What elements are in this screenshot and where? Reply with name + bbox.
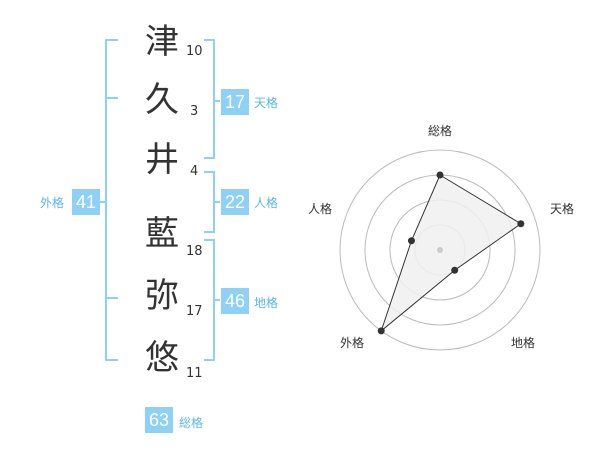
radar-point-1 — [517, 220, 525, 228]
axis-label-tenkaku: 天格 — [550, 202, 575, 216]
axis-label-jinkaku: 人格 — [308, 202, 333, 216]
radar-polygon — [380, 174, 522, 333]
chikaku-bracket — [204, 239, 215, 361]
radar-point-4 — [407, 237, 415, 245]
soukaku-value: 63 — [145, 407, 173, 433]
stroke-count-4: 18 — [186, 244, 203, 259]
radar-ring — [339, 149, 541, 351]
axis-label-chikaku: 地格 — [511, 336, 536, 350]
stroke-count-6: 11 — [186, 366, 203, 381]
name-char-6: 悠 — [145, 338, 179, 378]
radar-points — [377, 171, 525, 335]
tenkaku-label: 天格 — [254, 96, 279, 110]
name-char-5: 弥 — [145, 276, 179, 316]
gaikaku-label: 外格 — [40, 196, 65, 210]
radar-center-dot — [437, 247, 443, 253]
name-char-3: 井 — [145, 140, 179, 180]
chikaku-label: 地格 — [254, 296, 279, 310]
axis-label-gaikaku: 外格 — [340, 336, 365, 350]
chikaku-value: 46 — [221, 288, 249, 314]
axis-label-soukaku: 総格 — [428, 124, 453, 138]
tenkaku-value: 17 — [221, 89, 249, 115]
name-char-4: 藍 — [145, 214, 179, 254]
jinkaku-value: 22 — [221, 189, 249, 215]
radar-point-2 — [451, 266, 459, 274]
soukaku-label: 総格 — [179, 416, 204, 430]
tenkaku-bracket — [204, 39, 215, 159]
stroke-count-2: 3 — [190, 104, 199, 119]
bracket-lines — [100, 39, 220, 361]
name-char-2: 久 — [145, 80, 179, 120]
radar-point-0 — [436, 171, 444, 179]
jinkaku-bracket — [204, 171, 215, 233]
radar-point-3 — [377, 327, 385, 335]
gaikaku-bracket — [105, 39, 118, 361]
stroke-count-5: 17 — [186, 304, 203, 319]
gaikaku-value: 41 — [72, 189, 100, 215]
stroke-count-3: 4 — [190, 164, 199, 179]
jinkaku-label: 人格 — [254, 196, 279, 210]
stroke-count-1: 10 — [186, 44, 203, 59]
radar-chart — [339, 149, 541, 351]
name-char-1: 津 — [145, 22, 179, 62]
